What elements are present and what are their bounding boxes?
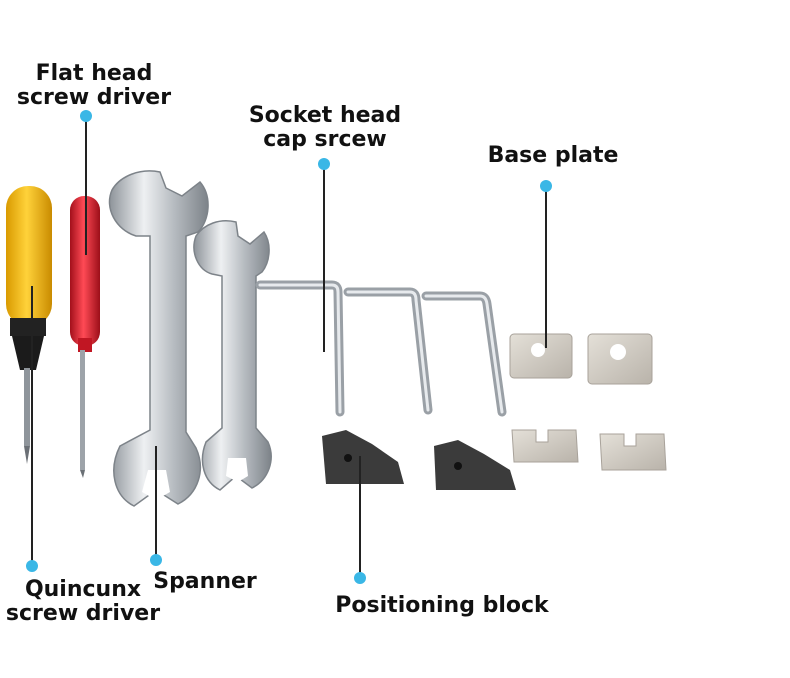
positioning-callout-dot <box>354 572 366 584</box>
quincunx-callout-dot <box>26 560 38 572</box>
quincunx-screwdriver-label: Quincunx screw driver <box>0 578 166 626</box>
positioning-block-label: Positioning block <box>335 593 549 618</box>
quincunx-screwdriver <box>6 186 52 464</box>
flat-head-callout-dot <box>80 110 92 122</box>
small-spanner <box>193 220 272 491</box>
flat-head-label-line1: Flat head <box>35 61 153 86</box>
spanner-label: Spanner <box>153 569 257 594</box>
socket-label-line1: Socket head <box>248 103 402 128</box>
base-plate-callout-dot <box>540 180 552 192</box>
socket-callout-dot <box>318 158 330 170</box>
quincunx-label-line1: Quincunx <box>24 577 142 602</box>
quincunx-label-line2: screw driver <box>5 601 161 626</box>
spanner-callout-dot <box>150 554 162 566</box>
socket-head-cap-screw-label: Socket head cap srcew <box>240 104 410 152</box>
flat-head-label-line2: screw driver <box>16 85 172 110</box>
socket-label-line2: cap srcew <box>263 127 387 152</box>
positioning-blocks <box>322 430 516 490</box>
hex-keys <box>255 280 507 417</box>
callouts <box>26 110 552 584</box>
base-plate-label: Base plate <box>487 143 619 168</box>
large-spanner <box>108 170 209 507</box>
base-plates <box>509 333 667 471</box>
flat-head-screwdriver <box>70 196 100 478</box>
flat-head-screwdriver-label: Flat head screw driver <box>10 62 178 110</box>
